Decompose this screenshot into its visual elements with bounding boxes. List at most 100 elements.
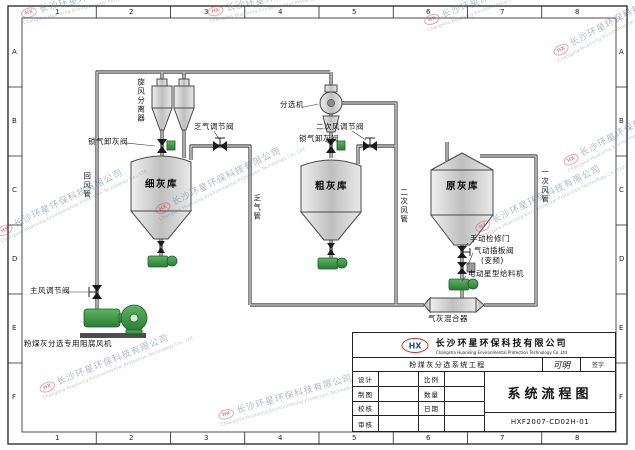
main-air-valve-label: 主风调节阀 (30, 286, 70, 295)
grid-row-label: F (619, 393, 624, 401)
spent-air-duct-label: 乏气管 (252, 194, 262, 221)
fine-ash-silo-label: 细灰库 (145, 179, 179, 190)
table-cell (445, 416, 485, 431)
cyclone-separator (151, 78, 195, 131)
approval-signature: 可明 (543, 358, 581, 371)
company-logo-text: HX (409, 341, 423, 350)
table-cell (445, 372, 485, 387)
table-cell: 数量 (419, 386, 445, 402)
return-air-duct-label: 回风管 (82, 172, 92, 199)
grid-col-label: 4 (278, 8, 283, 16)
fine-ash-silo (129, 155, 193, 240)
gas-ash-mixer-label: 气灰混合器 (428, 314, 468, 323)
separator-machine (319, 84, 343, 133)
company-name-en: Changsha Huanxing Environmental Protecti… (435, 349, 568, 355)
title-block-company-row: HX 长沙环星环保科技有限公司 Changsha Huanxing Enviro… (353, 333, 615, 358)
lock-ash-discharge-valve-left (157, 139, 176, 153)
table-cell: 日期 (419, 401, 445, 417)
coarse-ash-silo (299, 159, 363, 241)
pneumatic-gate-valve-label: 气动插板阀 (474, 246, 514, 255)
company-logo: HX (401, 337, 429, 353)
leader-lines (66, 103, 474, 293)
drawing-frame (7, 5, 628, 445)
table-cell: 制图 (353, 386, 379, 402)
drawing-number: HXF2007-CD02H-01 (510, 418, 590, 426)
fan-label: 粉煤灰分选专用阻腐风机 (24, 339, 112, 348)
grid-col-label: 8 (575, 434, 580, 442)
secondary-air-regulating-valve (363, 137, 377, 151)
drawing-title: 系统流程图 (485, 372, 615, 413)
table-cell: 校核 (353, 401, 379, 417)
approval-signature-label: 签字 (591, 362, 604, 369)
signature-table: 设计 比例 制图 数量 校核 日期 审核 (353, 372, 485, 431)
grid-col-label: 2 (129, 434, 134, 442)
grid-row-label: B (12, 117, 17, 125)
raw-silo-rotary-feeder (448, 278, 479, 291)
coarse-ash-silo-label: 粗灰库 (315, 181, 349, 192)
grid-col-label: 5 (352, 434, 357, 442)
grid-col-label: 6 (426, 8, 431, 16)
coarse-silo-rotary-feeder (317, 257, 348, 270)
main-air-regulating-valve (88, 285, 102, 299)
lock-valve-mid-label: 锁气卸灰阀 (299, 134, 339, 143)
grid-col-label: 6 (426, 434, 431, 442)
fine-silo-rotary-feeder (147, 255, 178, 268)
grid-row-label: C (619, 186, 624, 194)
secondary-air-duct-label: 二次风管 (399, 188, 409, 224)
grid-col-label: 3 (204, 8, 209, 16)
grid-row-label: D (619, 255, 625, 263)
table-cell: 审核 (353, 416, 379, 431)
grid-col-label: 1 (55, 8, 60, 16)
table-cell (379, 372, 419, 387)
pneumatic-gate-valve (457, 262, 476, 274)
manual-access-door-label: 手动检修门 (470, 234, 510, 243)
table-cell: 设计 (353, 372, 379, 387)
grid-row-label: A (12, 48, 17, 56)
grid-col-label: 5 (352, 8, 357, 16)
grid-col-label: 7 (500, 434, 505, 442)
raw-ash-silo (429, 152, 495, 246)
grid-col-label: 2 (129, 8, 134, 16)
spent-air-valve-label: 乏气调节阀 (194, 122, 234, 131)
grid-col-label: 7 (500, 8, 505, 16)
grid-col-label: 1 (55, 434, 60, 442)
coarse-silo-discharge-valve (327, 243, 335, 255)
grid-row-label: B (619, 117, 624, 125)
company-name-cn: 长沙环星环保科技有限公司 (435, 338, 568, 349)
table-cell (379, 386, 419, 402)
secondary-air-valve-label: 二次风调节阀 (316, 122, 364, 131)
project-name: 粉煤灰分选系统工程 (353, 358, 543, 371)
title-block-main: 设计 比例 制图 数量 校核 日期 审核 系统流程图 HXF2007-CD02H… (353, 372, 615, 431)
grid-col-label: 8 (575, 8, 580, 16)
pneumatic-gate-valve-note: (变频) (481, 256, 504, 265)
rotary-feeder-label: 电动星型给料机 (468, 269, 524, 278)
grid-col-label: 3 (204, 434, 209, 442)
grid-row-label: A (619, 48, 624, 56)
blower-fan (80, 304, 148, 338)
gas-ash-mixer (423, 296, 485, 314)
raw-ash-silo-label: 原灰库 (446, 181, 480, 192)
spent-air-regulating-valve (213, 137, 227, 151)
grid-col-label: 4 (278, 434, 283, 442)
title-block-right: 系统流程图 HXF2007-CD02H-01 (485, 372, 615, 431)
grid-row-label: E (619, 324, 624, 332)
lock-valve-left-label: 锁气卸灰阀 (88, 137, 128, 146)
separator-machine-label: 分选机 (280, 100, 304, 109)
table-cell: 比例 (419, 372, 445, 387)
manual-access-door-valve (457, 246, 471, 258)
table-cell (445, 387, 485, 402)
table-cell (379, 401, 419, 417)
primary-air-duct-label: 一次风管 (540, 168, 550, 204)
table-cell (379, 416, 419, 431)
grid-row-label: E (12, 324, 17, 332)
grid-row-label: C (12, 186, 17, 194)
title-block-project-row: 粉煤灰分选系统工程 可明 签字 (353, 358, 615, 372)
cyclone-separator-label: 旋风分离器 (136, 78, 146, 123)
fine-silo-discharge-valve (157, 241, 165, 253)
grid-row-label: F (12, 393, 17, 401)
title-block: HX 长沙环星环保科技有限公司 Changsha Huanxing Enviro… (352, 332, 616, 432)
table-cell (445, 402, 485, 417)
grid-row-label: D (12, 255, 18, 263)
